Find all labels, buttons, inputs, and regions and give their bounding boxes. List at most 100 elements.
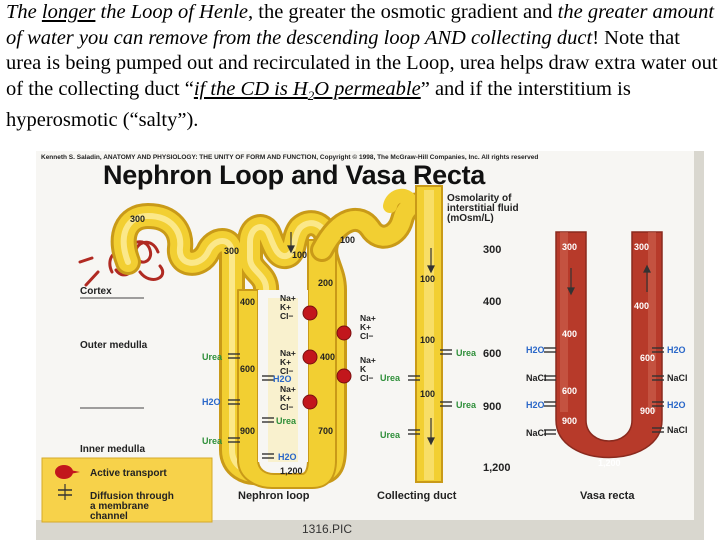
osmolarity-tick: 600	[483, 348, 501, 360]
nephron-osmolarity: 400	[320, 352, 335, 362]
duct-osmolarity: 100	[420, 389, 435, 399]
osmolarity-header: interstitial fluid	[447, 203, 519, 214]
ion-sodium: Na+	[280, 384, 296, 394]
nephron-osmolarity: 300	[224, 246, 239, 256]
label-vasa-recta: Vasa recta	[580, 490, 635, 502]
nephron-osmolarity: 400	[240, 297, 255, 307]
caption-emphasis-longer: longer	[41, 1, 96, 23]
nephron-osmolarity: 600	[240, 364, 255, 374]
water-label: H2O	[667, 345, 686, 355]
figure-frame	[694, 151, 704, 540]
picture-number: 1316.PIC	[302, 522, 353, 536]
urea-label: Urea	[456, 348, 477, 358]
ion-chloride: Cl−	[360, 331, 374, 341]
caption-text: ! Note that urea is being pumped out and…	[6, 26, 718, 100]
osmolarity-tick: 900	[483, 401, 501, 413]
nephron-tubule	[110, 203, 347, 489]
water-label: H2O	[526, 400, 545, 410]
legend-diffusion: Diffusion through	[90, 491, 174, 502]
region-outer-medulla: Outer medulla	[80, 340, 148, 351]
pump-marker	[302, 394, 318, 410]
nacl-label: NaCl	[667, 373, 688, 383]
osmolarity-header: (mOsm/L)	[447, 213, 494, 224]
vasa-osmolarity: 600	[640, 353, 655, 363]
water-label: H2O	[202, 397, 221, 407]
caption-text: The	[6, 1, 42, 23]
figure-frame	[36, 520, 704, 540]
nephron-osmolarity: 900	[240, 426, 255, 436]
legend-diffusion: a membrane	[90, 501, 149, 512]
urea-label: Urea	[202, 352, 223, 362]
region-cortex: Cortex	[80, 286, 112, 297]
nacl-label: NaCl	[526, 373, 547, 383]
osmolarity-tick: 300	[483, 244, 501, 256]
ion-potassium: K+	[360, 322, 371, 332]
nephron-osmolarity: 100	[292, 250, 307, 260]
collecting-duct	[310, 185, 443, 483]
vasa-osmolarity: 1,200	[598, 458, 621, 468]
caption-text: , the greater the osmotic gradient and	[248, 1, 558, 23]
nephron-osmolarity: 700	[318, 426, 333, 436]
label-collecting-duct: Collecting duct	[377, 490, 457, 502]
vasa-osmolarity: 900	[640, 406, 655, 416]
caption-text: ” and if the interstitium is hyperosmoti…	[6, 77, 631, 132]
pump-marker	[336, 325, 352, 341]
legend-diffusion: channel	[90, 511, 128, 522]
nephron-osmolarity: 200	[318, 278, 333, 288]
legend-active-transport: Active transport	[90, 468, 167, 479]
diffusion-channels	[228, 347, 664, 459]
flow-arrows	[287, 232, 651, 446]
ion-chloride: Cl−	[280, 366, 294, 376]
vasa-osmolarity: 400	[562, 329, 577, 339]
water-label: H2O	[667, 400, 686, 410]
ion-sodium: Na+	[360, 355, 376, 365]
ion-potassium: K	[360, 364, 367, 374]
water-label: H2O	[526, 345, 545, 355]
ion-potassium: K+	[280, 393, 291, 403]
vasa-osmolarity: 400	[634, 301, 649, 311]
vasa-osmolarity: 300	[562, 242, 577, 252]
osmolarity-tick: 400	[483, 296, 501, 308]
nephron-osmolarity: 1,200	[280, 466, 303, 476]
caption-emphasis: if the CD is H2O permeable	[193, 77, 421, 103]
pump-marker	[302, 349, 318, 365]
urea-label: Urea	[380, 430, 401, 440]
ion-potassium: K+	[280, 302, 291, 312]
urea-label: Urea	[456, 400, 477, 410]
duct-osmolarity: 100	[420, 335, 435, 345]
urea-label: Urea	[202, 436, 223, 446]
nephron-osmolarity: 300	[130, 214, 145, 224]
active-transport-pumps	[302, 305, 352, 410]
water-label: H2O	[278, 452, 297, 462]
urea-label: Urea	[380, 373, 401, 383]
legend	[41, 457, 213, 523]
pump-legend-icon	[55, 465, 73, 479]
ion-chloride: Cl−	[360, 373, 374, 383]
ion-potassium: K+	[280, 357, 291, 367]
caption-text: the Loop of Henle	[95, 1, 248, 23]
vasa-osmolarity: 300	[634, 242, 649, 252]
label-nephron-loop: Nephron loop	[238, 490, 310, 502]
ion-sodium: Na+	[360, 313, 376, 323]
water-label: H2O	[273, 374, 292, 384]
urea-label: Urea	[276, 416, 297, 426]
caption-paragraph: The longer the Loop of Henle, the greate…	[6, 0, 718, 134]
duct-osmolarity: 100	[420, 274, 435, 284]
ion-chloride: Cl−	[280, 402, 294, 412]
ion-sodium: Na+	[280, 348, 296, 358]
ion-chloride: Cl−	[280, 311, 294, 321]
nacl-label: NaCl	[526, 428, 547, 438]
figure-credit: Kenneth S. Saladin, ANATOMY AND PHYSIOLO…	[41, 154, 539, 161]
ion-sodium: Na+	[280, 293, 296, 303]
caption-text: the greater amount of water you can remo…	[6, 1, 715, 49]
osmolarity-header: Osmolarity of	[447, 193, 512, 204]
osmolarity-tick: 1,200	[483, 462, 511, 474]
vasa-recta	[555, 231, 663, 459]
vasa-osmolarity: 900	[562, 416, 577, 426]
vasa-osmolarity: 600	[562, 386, 577, 396]
nacl-label: NaCl	[667, 425, 688, 435]
region-inner-medulla: Inner medulla	[80, 444, 145, 455]
nephron-osmolarity: 100	[340, 235, 355, 245]
pump-marker	[336, 368, 352, 384]
